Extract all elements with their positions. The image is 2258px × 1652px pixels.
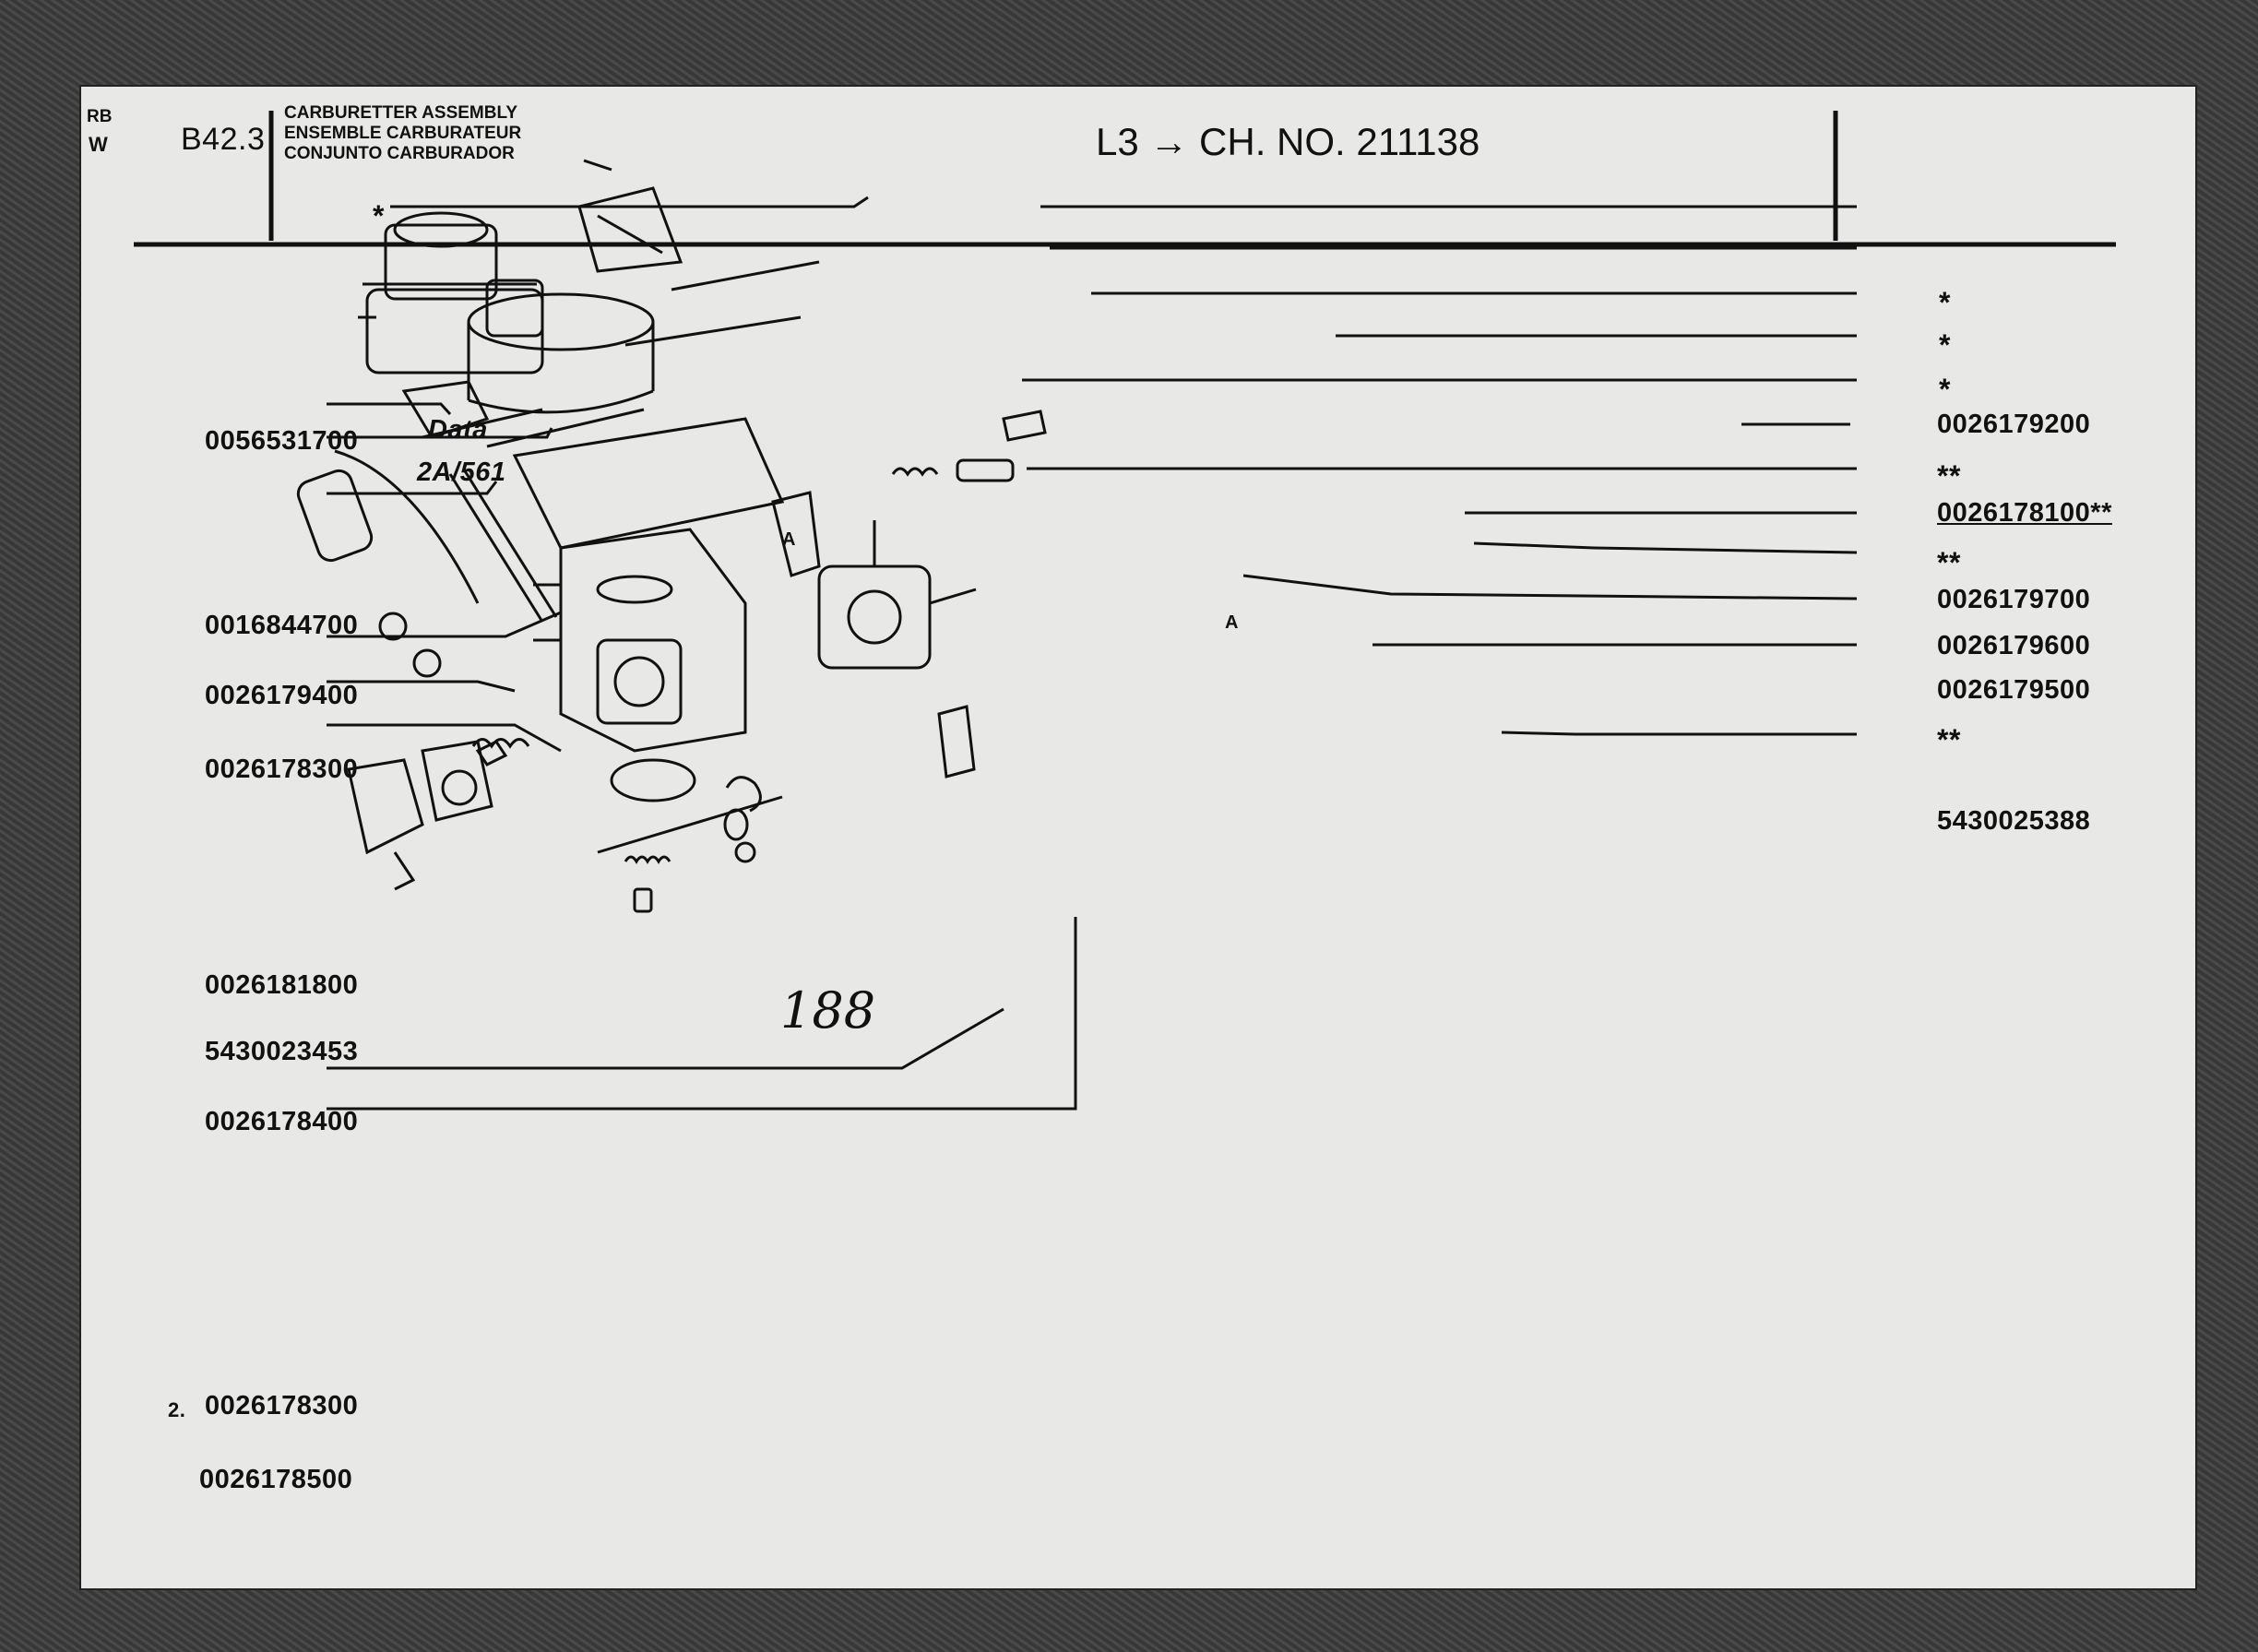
parts-catalog-sheet: 188 RB W B42.3 CARBURETTER ASSEMBLY ENSE… (81, 87, 2195, 1588)
exploded-diagram: 188 (134, 111, 2116, 1111)
leader-line (1473, 541, 1858, 554)
leader-line (327, 402, 452, 416)
choke-housing-part (817, 520, 977, 670)
leader-line (327, 680, 516, 693)
bracket-part (771, 491, 821, 577)
part-number: 0026178300 (205, 755, 359, 784)
leader-line (327, 723, 562, 753)
data-reference: Data (428, 415, 488, 445)
lang-code-bottom: W (89, 133, 108, 156)
title-en: CARBURETTER ASSEMBLY (284, 103, 518, 123)
quantity-prefix: 2. (168, 1398, 186, 1421)
lever-part (937, 705, 976, 778)
marker-double-star: ** (1937, 723, 1961, 756)
leader-line (1501, 731, 1857, 736)
main-body-part (533, 528, 747, 753)
section-marker: A (782, 529, 796, 550)
part-number: 0026179600 (1937, 631, 2091, 660)
leader-line (327, 611, 562, 638)
top-cover-part (577, 159, 683, 273)
part-number: 5430023453 (205, 1037, 359, 1066)
marker-double-star: ** (1937, 459, 1961, 493)
section-marker: A (1225, 612, 1239, 633)
bottom-parts (597, 758, 783, 913)
marker-star: * (1939, 328, 1951, 362)
idle-screw-part (891, 458, 1015, 482)
marker-double-star: ** (1937, 546, 1961, 579)
data-reference-code: 2A/561 (417, 458, 506, 487)
leader-line (327, 917, 1077, 1111)
lang-code-top: RB (87, 107, 113, 126)
marker-star: * (1939, 286, 1951, 319)
part-number: 0026178500 (199, 1465, 353, 1494)
leader-line (390, 196, 869, 208)
part-number: 0016844700 (205, 611, 359, 640)
part-number: 5430025388 (1937, 806, 2091, 836)
part-number: 0056531700 (205, 426, 359, 456)
leader-line (327, 481, 498, 495)
pad-part (1002, 410, 1047, 442)
leader-line (1242, 574, 1858, 600)
part-number: 0026179400 (205, 681, 359, 710)
leader-line (327, 1007, 1004, 1070)
part-number: 0026178100** (1937, 498, 2112, 528)
page-code: B42.3 (181, 122, 266, 157)
part-number: 0026178400 (205, 1107, 359, 1136)
part-number: 0026179500 (1937, 675, 2091, 705)
part-number: 0026179700 (1937, 585, 2091, 614)
title-fr: ENSEMBLE CARBURATEUR (284, 124, 522, 143)
part-number: 0026178300 (205, 1391, 359, 1420)
upper-body-part (467, 260, 820, 550)
carburettor-assembly-inset (358, 211, 544, 374)
diaphragm-cover-part (347, 740, 508, 891)
throttle-linkage-part (401, 380, 558, 623)
applicability-range: L3 → CH. NO. 211138 (1096, 120, 1480, 163)
part-number: 0026181800 (205, 970, 359, 1000)
solenoid-part (296, 449, 480, 678)
title-es: CONJUNTO CARBURADOR (284, 144, 515, 163)
handwritten-note: 188 (780, 981, 875, 1040)
spring-part (471, 738, 530, 749)
part-number: 0026179200 (1937, 410, 2091, 439)
marker-star: * (1939, 373, 1951, 406)
marker-star: * (373, 199, 385, 232)
